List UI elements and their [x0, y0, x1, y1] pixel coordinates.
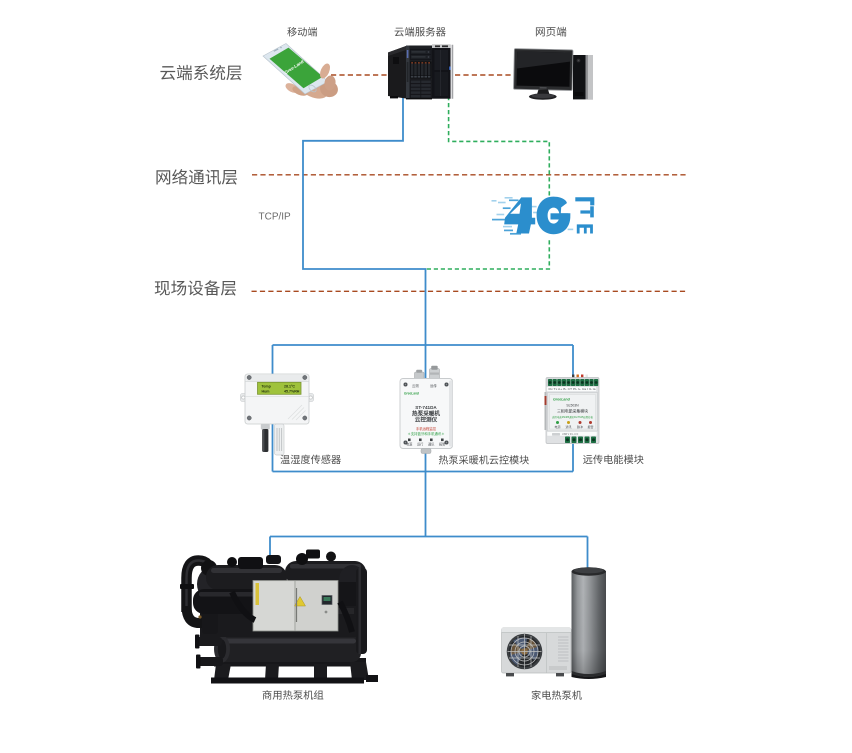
svg-text:SL503N: SL503N	[566, 404, 579, 408]
svg-text:ST-741DA: ST-741DA	[415, 405, 437, 410]
svg-text:适用电表RS485通讯DL/T645远程抄表: 适用电表RS485通讯DL/T645远程抄表	[552, 415, 594, 419]
svg-text:Hum: Hum	[262, 389, 270, 393]
svg-text:28.1°C: 28.1°C	[284, 384, 295, 388]
svg-text:GreeLand: GreeLand	[553, 398, 571, 402]
svg-text:云控测仪: 云控测仪	[415, 416, 438, 424]
svg-text:手机远程监控: 手机远程监控	[416, 426, 437, 431]
svg-text:USB V R L U N: USB V R L U N	[562, 433, 579, 436]
svg-text:热泵采暖机: 热泵采暖机	[412, 410, 440, 418]
svg-text:报警: 报警	[587, 424, 593, 429]
svg-text:＊支持蓝牙和手机通讯＊: ＊支持蓝牙和手机通讯＊	[407, 431, 444, 436]
svg-text:45.7%RH: 45.7%RH	[284, 389, 300, 393]
svg-text:远传: 远传	[430, 383, 437, 388]
svg-text:三相电能采集模块: 三相电能采集模块	[557, 409, 588, 414]
svg-text:通讯: 通讯	[428, 442, 435, 447]
svg-text:通讯: 通讯	[565, 424, 571, 429]
svg-text:TCP/IP: TCP/IP	[259, 212, 292, 223]
svg-text:电源: 电源	[406, 442, 413, 447]
svg-text:Temp: Temp	[262, 384, 272, 388]
svg-text:运行: 运行	[417, 442, 424, 447]
svg-text:GreeLand: GreeLand	[404, 391, 419, 395]
svg-text:云测: 云测	[412, 383, 419, 388]
svg-text:脉冲: 脉冲	[577, 424, 583, 429]
svg-text:电源: 电源	[554, 424, 560, 429]
svg-text:报警: 报警	[439, 442, 446, 447]
svg-text:Rx Tx A+ B- CT PL I+ Ua I IL I: Rx Tx A+ B- CT PL I+ Ua I IL Ia	[549, 387, 597, 391]
